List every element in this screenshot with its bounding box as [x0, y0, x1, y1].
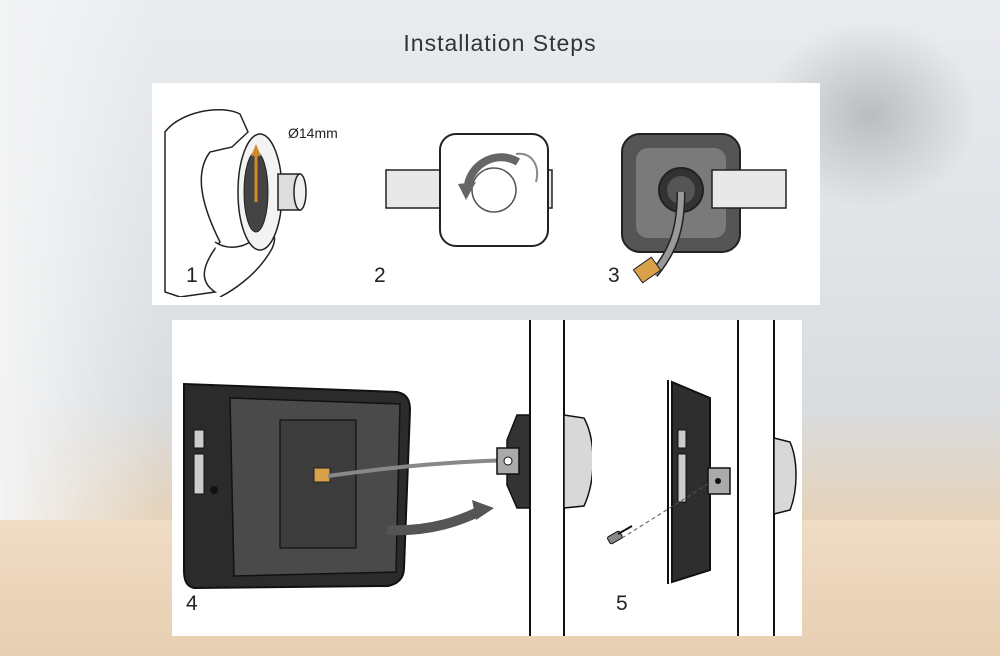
- step-4: 4: [172, 320, 592, 636]
- page-title: Installation Steps: [403, 30, 597, 56]
- step-1-illustration: [164, 108, 307, 297]
- step-2-illustration: [385, 133, 553, 247]
- step-5-illustration: [607, 320, 797, 636]
- step-5: 5: [592, 320, 802, 636]
- diameter-label: Ø14mm: [288, 125, 338, 141]
- step-4-number: 4: [186, 592, 198, 615]
- step-3: 3: [592, 92, 814, 297]
- step-4-illustration: [183, 320, 592, 636]
- step-5-number: 5: [616, 592, 628, 615]
- step-2-number: 2: [374, 264, 386, 287]
- steps-bottom-panel: 4 5: [172, 320, 802, 636]
- steps-top-panel: Ø14mm 1 2 3: [152, 83, 820, 305]
- step-1-number: 1: [186, 264, 198, 287]
- step-2: 2: [358, 92, 579, 297]
- step-3-illustration: [621, 133, 787, 284]
- step-3-number: 3: [608, 264, 620, 287]
- step-1: Ø14mm 1: [160, 92, 348, 297]
